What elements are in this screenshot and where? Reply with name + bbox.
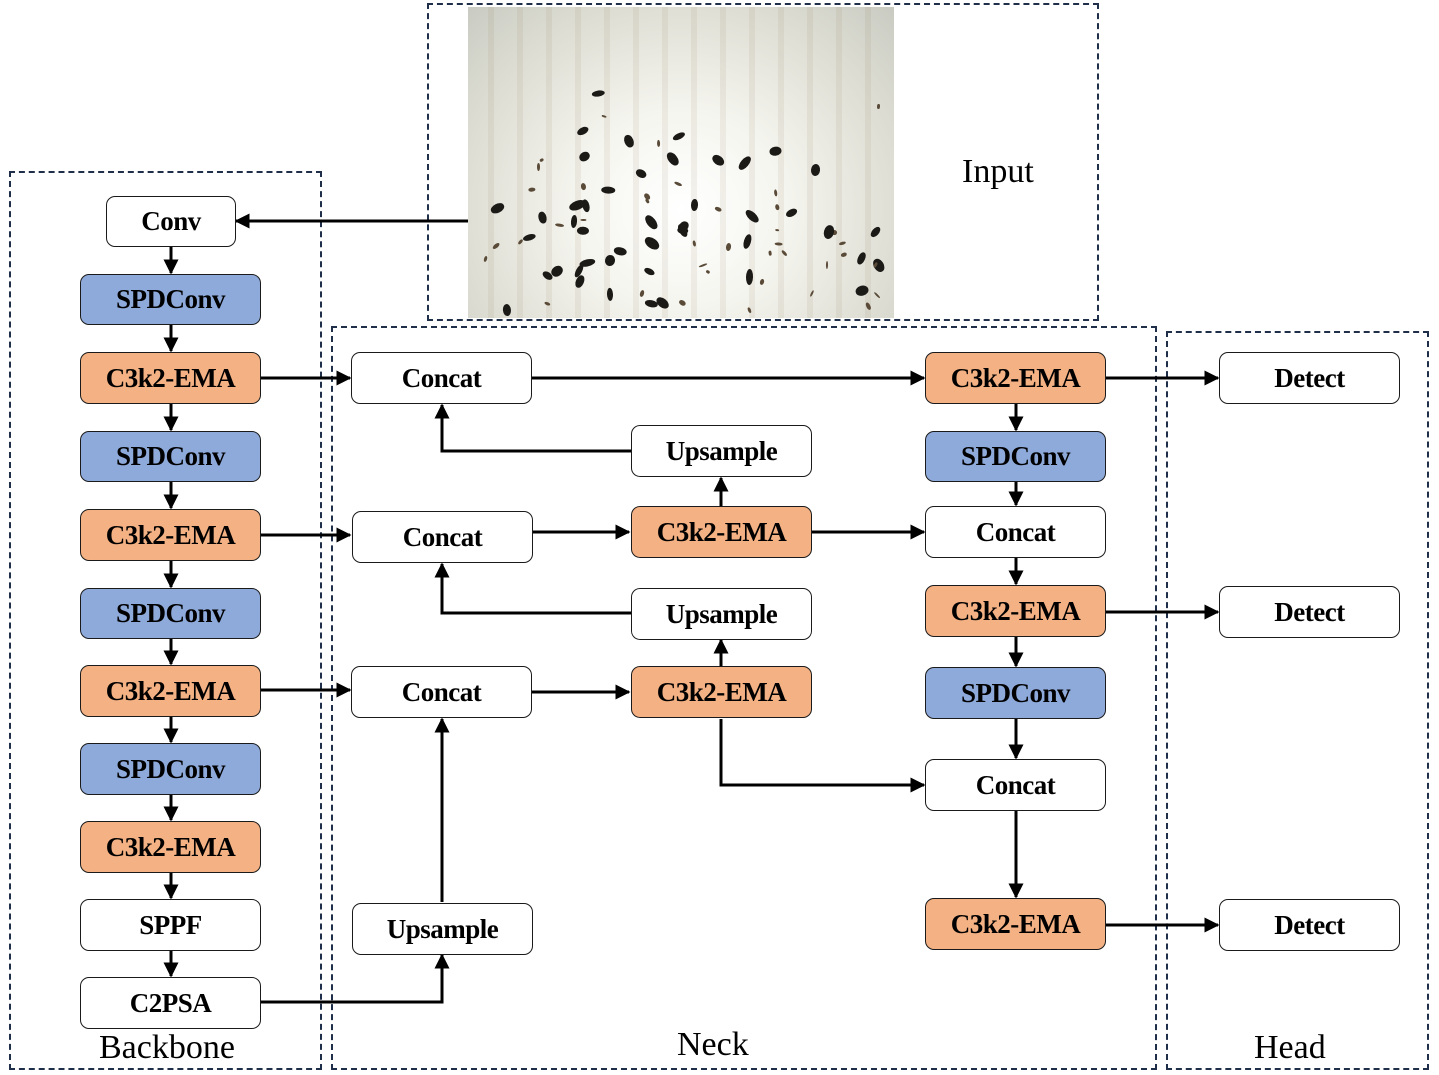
backbone-c3k2-ema-3: C3k2-EMA — [80, 665, 261, 717]
head-label: Head — [1254, 1029, 1326, 1066]
neck-c3k2-ema-5: C3k2-EMA — [925, 898, 1106, 950]
neck-concat-2: Concat — [352, 511, 533, 563]
edge-c3k2-concat5 — [719, 719, 926, 793]
input-region — [427, 3, 1099, 321]
neck-upsample-3: Upsample — [352, 903, 533, 955]
neck-spdconv-1: SPDConv — [925, 431, 1106, 482]
head-detect-3: Detect — [1219, 899, 1400, 951]
neck-c3k2-ema-3: C3k2-EMA — [925, 352, 1106, 404]
neck-c3k2-ema-4: C3k2-EMA — [925, 585, 1106, 637]
neck-c3k2-ema-1: C3k2-EMA — [631, 506, 812, 558]
neck-label: Neck — [677, 1026, 749, 1063]
neck-upsample-1: Upsample — [631, 425, 812, 477]
neck-upsample-2: Upsample — [631, 588, 812, 640]
backbone-label: Backbone — [99, 1029, 235, 1066]
input-image — [468, 7, 894, 318]
neck-concat-5: Concat — [925, 759, 1106, 811]
backbone-spdconv-2: SPDConv — [80, 431, 261, 482]
backbone-c2psa: C2PSA — [80, 977, 261, 1029]
backbone-spdconv-1: SPDConv — [80, 274, 261, 325]
backbone-c3k2-ema-1: C3k2-EMA — [80, 352, 261, 404]
head-region — [1166, 331, 1429, 1070]
input-label: Input — [962, 153, 1034, 190]
edge-up2-concat2 — [434, 562, 631, 615]
backbone-region — [9, 171, 322, 1070]
edge-c2psa-up3 — [261, 953, 450, 1004]
backbone-spdconv-4: SPDConv — [80, 743, 261, 795]
neck-region — [331, 326, 1157, 1070]
backbone-sppf: SPPF — [80, 899, 261, 951]
head-detect-2: Detect — [1219, 586, 1400, 638]
insect — [536, 163, 540, 172]
edge-up1-concat1 — [434, 403, 631, 453]
backbone-c3k2-ema-4: C3k2-EMA — [80, 821, 261, 873]
neck-concat-4: Concat — [925, 506, 1106, 558]
head-detect-1: Detect — [1219, 352, 1400, 404]
neck-spdconv-2: SPDConv — [925, 667, 1106, 719]
backbone-conv: Conv — [106, 196, 236, 247]
backbone-c3k2-ema-2: C3k2-EMA — [80, 509, 261, 561]
neck-c3k2-ema-2: C3k2-EMA — [631, 666, 812, 718]
neck-concat-3: Concat — [351, 666, 532, 718]
backbone-spdconv-3: SPDConv — [80, 588, 261, 639]
neck-concat-1: Concat — [351, 352, 532, 404]
